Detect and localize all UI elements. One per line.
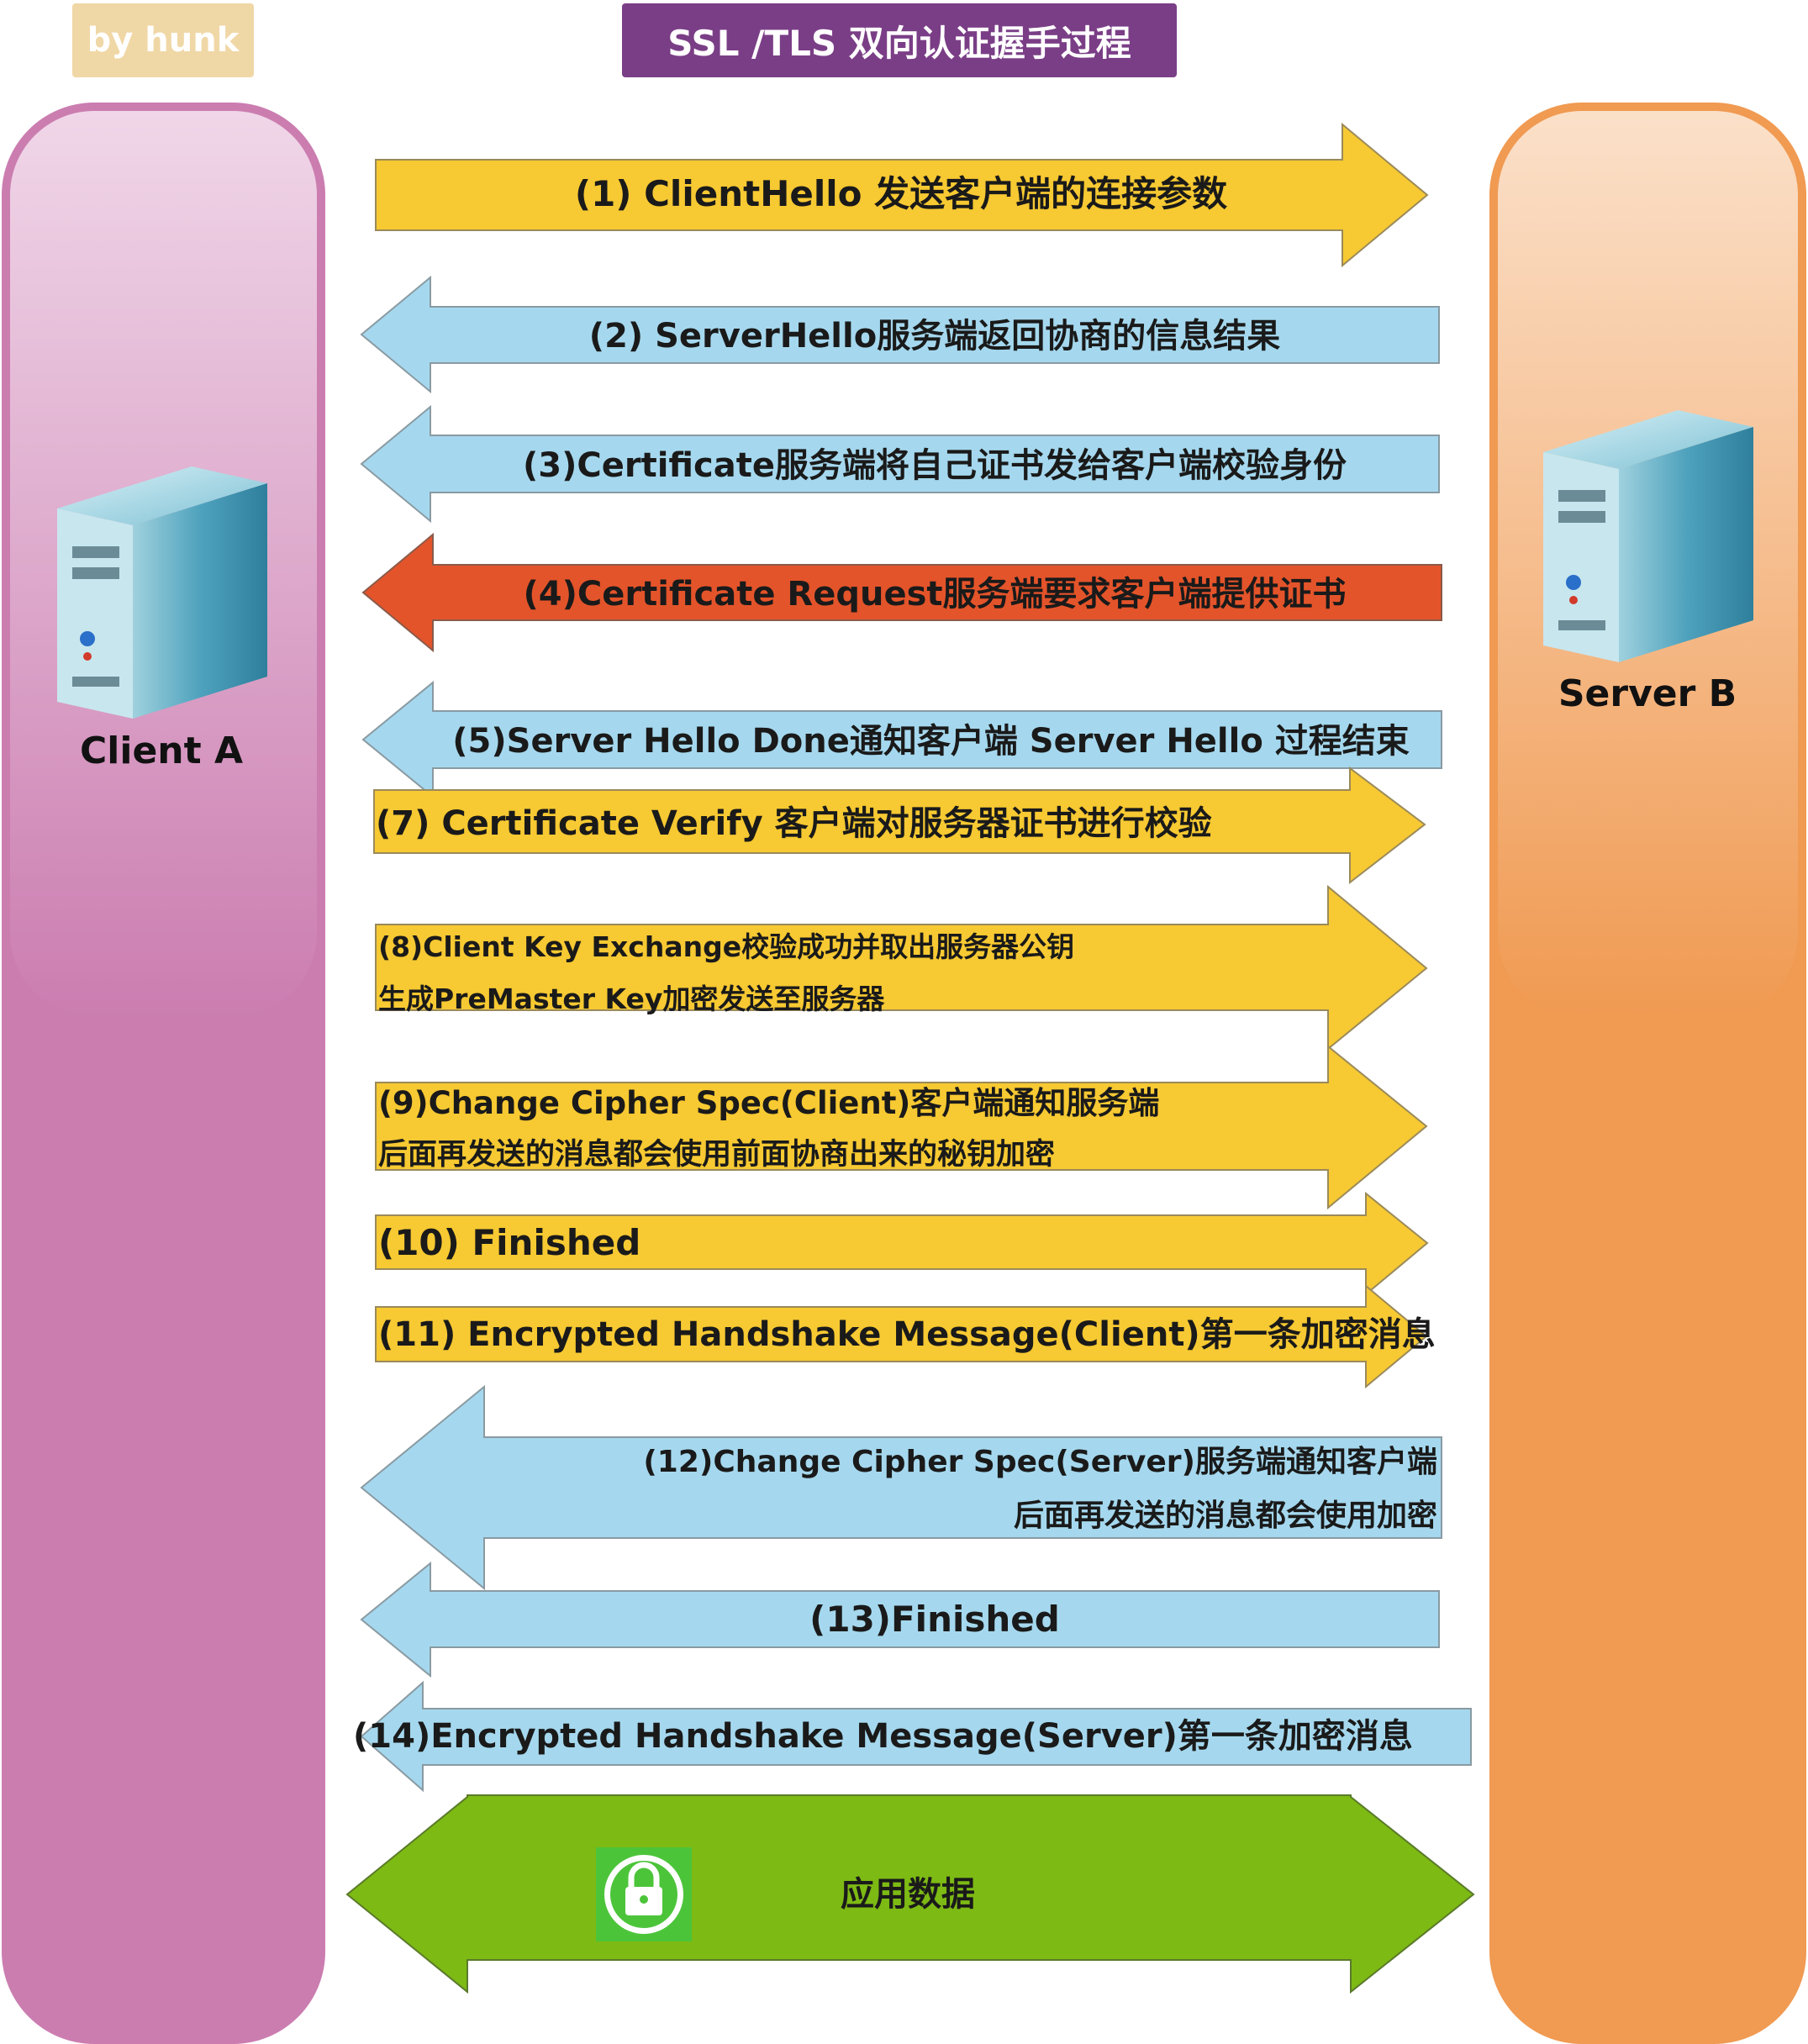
step-8-label-line1: (8)Client Key Exchange校验成功并取出服务器公钥 — [378, 930, 1075, 963]
arrow-step-8 — [375, 884, 1428, 1051]
client-label: Client A — [79, 730, 244, 772]
arrow-step-11 — [375, 1283, 1428, 1389]
step-12-label-line2: 后面再发送的消息都会使用加密 — [1013, 1499, 1437, 1533]
arrow-step-13 — [360, 1561, 1440, 1678]
server-column — [1489, 103, 1806, 2044]
client-server-icon — [57, 466, 267, 719]
arrow-step-14 — [360, 1680, 1472, 1793]
arrow-step-3 — [360, 404, 1440, 524]
diagram-title: SSL /TLS 双向认证握手过程 — [622, 3, 1177, 77]
arrow-step-12 — [360, 1384, 1442, 1591]
step-11-label: (11) Encrypted Handshake Message(Client)… — [378, 1315, 1436, 1354]
app-data-label: 应用数据 — [841, 1875, 975, 1914]
lock-icon — [596, 1847, 692, 1941]
arrow-step-5 — [361, 680, 1442, 799]
arrow-step-10 — [375, 1191, 1429, 1297]
arrow-app-data — [345, 1794, 1475, 1994]
arrow-step-4 — [361, 532, 1442, 653]
step-8-label-line2: 生成PreMaster Key加密发送至服务器 — [378, 982, 885, 1015]
step-9-label-line1: (9)Change Cipher Spec(Client)客户端通知服务端 — [378, 1085, 1160, 1121]
arrow-step-1 — [375, 122, 1429, 268]
step-5-label: (5)Server Hello Done通知客户端 Server Hello 过… — [452, 722, 1410, 761]
author-badge: by hunk — [72, 3, 254, 77]
step-13-label: (13)Finished — [809, 1599, 1060, 1640]
step-3-label: (3)Certificate服务端将自己证书发给客户端校验身份 — [522, 446, 1347, 485]
step-10-label: (10) Finished — [378, 1222, 641, 1263]
arrow-step-2 — [360, 275, 1440, 394]
step-2-label: (2) ServerHello服务端返回协商的信息结果 — [588, 317, 1281, 356]
step-14-label: (14)Encrypted Handshake Message(Server)第… — [353, 1717, 1413, 1756]
step-9-label-line2: 后面再发送的消息都会使用前面协商出来的秘钥加密 — [378, 1138, 1056, 1172]
arrow-step-7 — [373, 766, 1426, 885]
step-1-label: (1) ClientHello 发送客户端的连接参数 — [574, 173, 1228, 214]
arrow-step-9 — [375, 1044, 1428, 1210]
server-label: Server B — [1558, 672, 1737, 715]
step-4-label: (4)Certificate Request服务端要求客户端提供证书 — [523, 575, 1347, 614]
client-column — [2, 103, 325, 2044]
step-12-label-line1: (12)Change Cipher Spec(Server)服务端通知客户端 — [643, 1445, 1437, 1479]
step-7-label: (7) Certificate Verify 客户端对服务器证书进行校验 — [376, 804, 1212, 843]
server-server-icon — [1543, 410, 1753, 662]
